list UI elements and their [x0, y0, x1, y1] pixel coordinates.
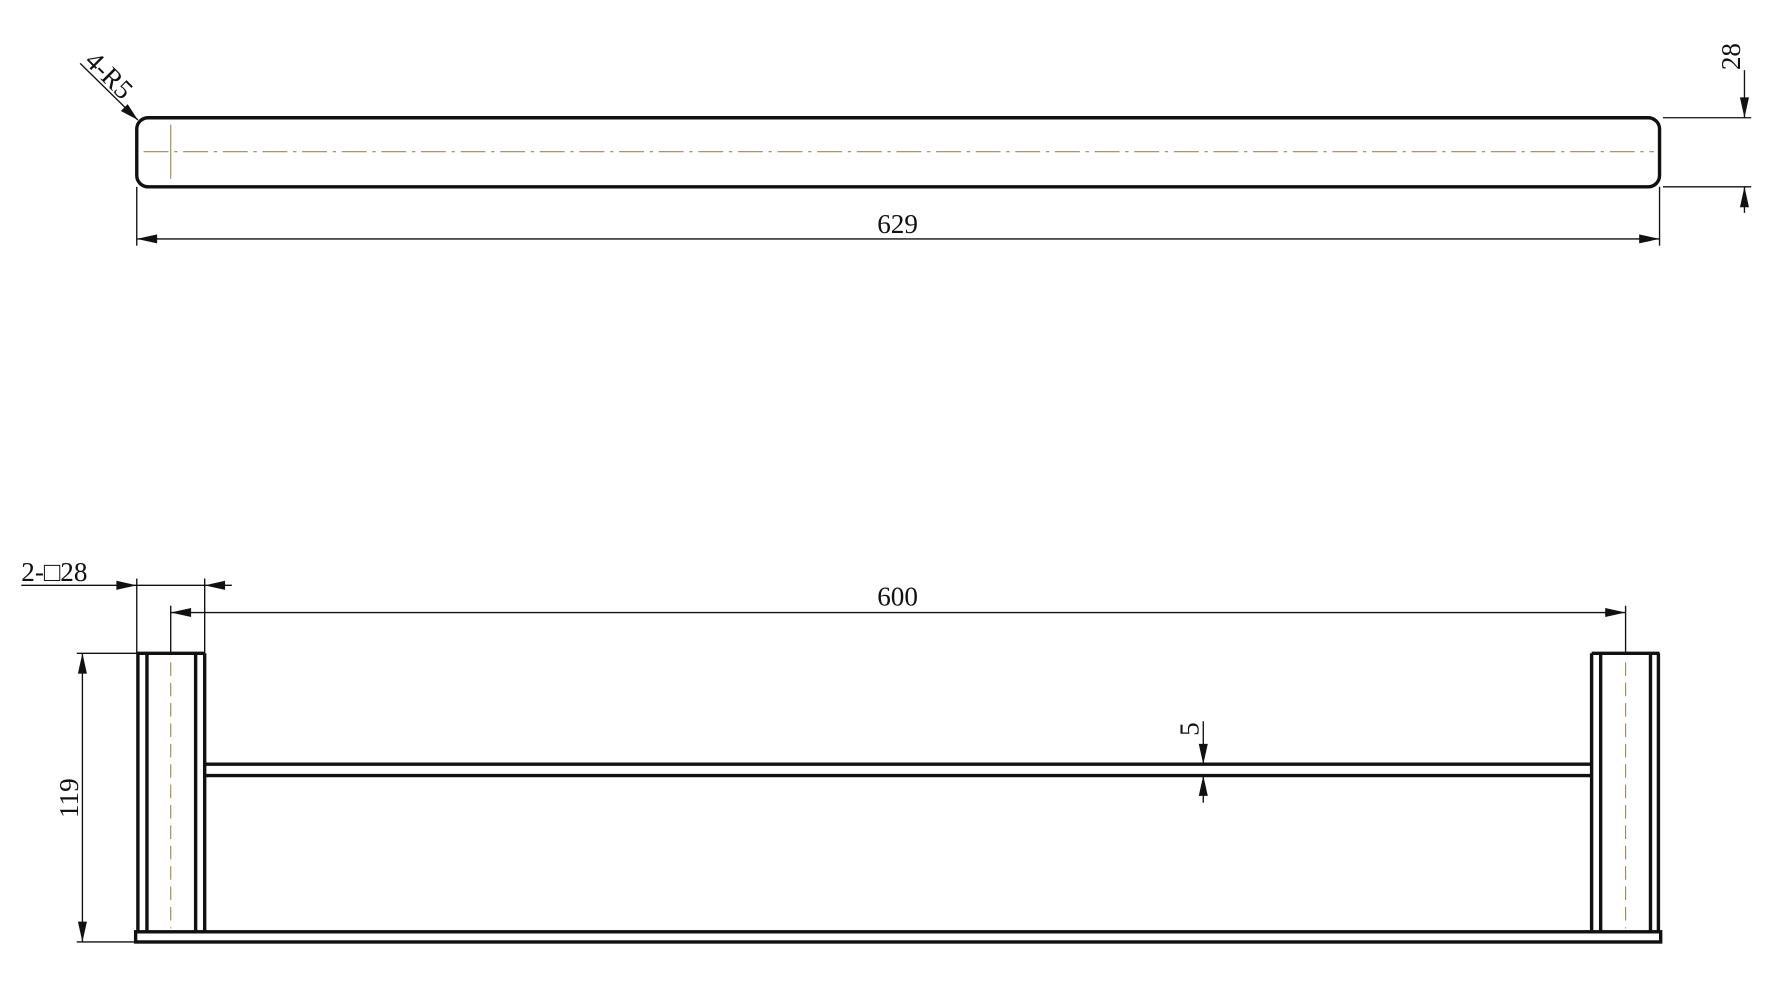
- base-plate: [133, 930, 1663, 944]
- span-label: 600: [877, 582, 918, 612]
- bar-outline-top: [135, 116, 1662, 189]
- bar-thickness-label: 5: [1175, 722, 1205, 736]
- post-size-label: 2-□28: [21, 557, 87, 587]
- height-label: 28: [1716, 43, 1746, 70]
- dimension-bar-thickness: 5: [1175, 721, 1208, 803]
- front-view: 2-□28 600 119 5: [21, 557, 1663, 944]
- dimension-overall-height: 119: [54, 652, 137, 943]
- length-label: 629: [877, 209, 918, 239]
- towel-bar: [204, 762, 1592, 778]
- dimension-post-size: 2-□28: [21, 557, 232, 654]
- top-view: 629 28 4-R5: [79, 43, 1752, 246]
- right-post: [1589, 651, 1661, 931]
- left-post: [136, 651, 207, 931]
- corner-radius-callout: 4-R5: [79, 45, 139, 121]
- overall-height-label: 119: [54, 778, 84, 818]
- corner-radius-label: 4-R5: [79, 45, 139, 105]
- dimension-span: 600: [170, 582, 1627, 654]
- dimension-height: 28: [1662, 43, 1752, 213]
- dimension-length: 629: [136, 186, 1661, 246]
